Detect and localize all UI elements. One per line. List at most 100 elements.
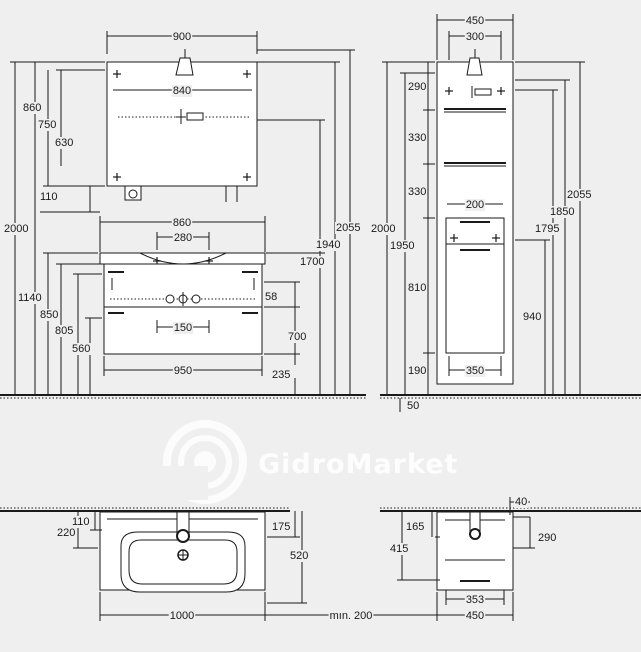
label-backdrop	[464, 15, 486, 27]
dim-1700: 1700	[300, 256, 324, 268]
outlet-icon	[128, 189, 138, 199]
dim-plan-40: 40	[515, 496, 527, 508]
label-backdrop	[407, 81, 428, 93]
dim-shelf-330a: 330	[408, 132, 426, 144]
label-backdrop	[168, 610, 196, 622]
dim-2055: 2055	[336, 222, 360, 234]
label-backdrop	[389, 543, 410, 555]
dim-plan-415: 415	[390, 543, 408, 555]
label-backdrop	[514, 496, 529, 508]
washbasin-top	[99, 252, 266, 265]
dim-gap: 110	[40, 191, 58, 203]
label-backdrop	[407, 365, 428, 377]
tall-cabinet-door	[445, 217, 505, 354]
label-backdrop	[54, 137, 75, 149]
dim-side-1950: 1950	[390, 240, 414, 252]
dim-plan-110: 110	[72, 516, 90, 528]
dim-mirror-light: 630	[55, 137, 73, 149]
label-backdrop	[389, 240, 416, 252]
dim-1940: 1940	[316, 239, 340, 251]
label-backdrop	[71, 516, 91, 528]
dim-plinth: 235	[272, 369, 290, 381]
label-backdrop	[37, 119, 58, 131]
label-backdrop	[271, 521, 292, 533]
mirror-panel	[106, 61, 258, 187]
label-backdrop	[289, 550, 310, 562]
label-backdrop	[264, 291, 279, 303]
label-backdrop	[464, 594, 486, 606]
label-backdrop	[171, 85, 193, 97]
dim-side-940: 940	[523, 311, 541, 323]
label-backdrop	[407, 186, 428, 198]
label-backdrop	[171, 31, 193, 43]
label-backdrop	[17, 292, 43, 304]
dim-plan-220: 220	[57, 527, 75, 539]
mirror-corner-marks	[113, 70, 251, 181]
dim-side-2055: 2055	[567, 189, 591, 201]
outlet-box	[124, 185, 142, 201]
label-backdrop	[3, 223, 30, 235]
dim-cabinet-width: 950	[174, 365, 192, 377]
watermark-text: GidroMarket	[258, 449, 458, 480]
label-backdrop	[537, 532, 558, 544]
label-backdrop	[56, 527, 77, 539]
dim-mirror-height: 860	[23, 102, 41, 114]
dim-wall-gap: 50	[407, 400, 419, 412]
dim-cabinet-bottom: 560	[72, 343, 90, 355]
dim-plan-450: 450	[466, 610, 484, 622]
dim-plan-353: 353	[466, 594, 484, 606]
dim-plan-290: 290	[538, 532, 556, 544]
water-connections-icon	[165, 292, 201, 306]
label-backdrop	[39, 191, 59, 203]
dim-cabinet-height: 700	[288, 331, 306, 343]
dim-side-width: 450	[466, 15, 484, 27]
label-backdrop	[71, 343, 92, 355]
dim-mirror-mid: 750	[38, 119, 56, 131]
label-backdrop	[328, 610, 374, 622]
dim-drawer-gap: 58	[265, 291, 277, 303]
dim-counter-height: 850	[40, 309, 58, 321]
label-backdrop	[549, 206, 576, 218]
dim-mirror-inner: 840	[173, 85, 191, 97]
dim-washbasin-width: 860	[173, 217, 191, 229]
plan-basin-bowl	[120, 531, 246, 593]
dim-mirror-width: 900	[173, 31, 191, 43]
dim-top-height: 2000	[4, 223, 28, 235]
label-backdrop	[405, 521, 426, 533]
dim-side-2000: 2000	[371, 223, 395, 235]
socket-icon	[186, 112, 204, 121]
label-backdrop	[315, 239, 342, 251]
dim-plan-175: 175	[272, 521, 290, 533]
label-backdrop	[534, 223, 561, 235]
label-backdrop	[172, 322, 194, 334]
dim-side-drawer: 200	[466, 199, 484, 211]
dim-side-1795: 1795	[535, 223, 559, 235]
dim-shelf-190: 190	[408, 365, 426, 377]
dim-plan-min-gap: mın. 200	[330, 610, 373, 622]
label-backdrop	[370, 223, 397, 235]
label-backdrop	[54, 325, 75, 337]
dim-shelf-810: 810	[408, 282, 426, 294]
label-backdrop	[171, 217, 193, 229]
label-backdrop	[566, 189, 593, 201]
dim-basin-height: 1140	[18, 292, 42, 304]
label-backdrop	[406, 400, 421, 412]
dim-shelf-290: 290	[408, 81, 426, 93]
dim-basin-bowl: 280	[174, 232, 192, 244]
label-backdrop	[39, 309, 60, 321]
dim-drawer-height: 805	[55, 325, 73, 337]
lamp-icon	[175, 57, 194, 76]
label-backdrop	[464, 610, 486, 622]
label-backdrop	[335, 222, 362, 234]
label-backdrop	[172, 365, 194, 377]
dim-plan-1000: 1000	[170, 610, 194, 622]
side-lamp-icon	[466, 57, 483, 76]
label-backdrop	[464, 31, 486, 43]
label-backdrop	[172, 232, 194, 244]
label-backdrop	[407, 282, 428, 294]
label-backdrop	[271, 369, 292, 381]
vanity-cabinet	[103, 263, 263, 355]
watermark-logo-icon	[160, 420, 247, 504]
